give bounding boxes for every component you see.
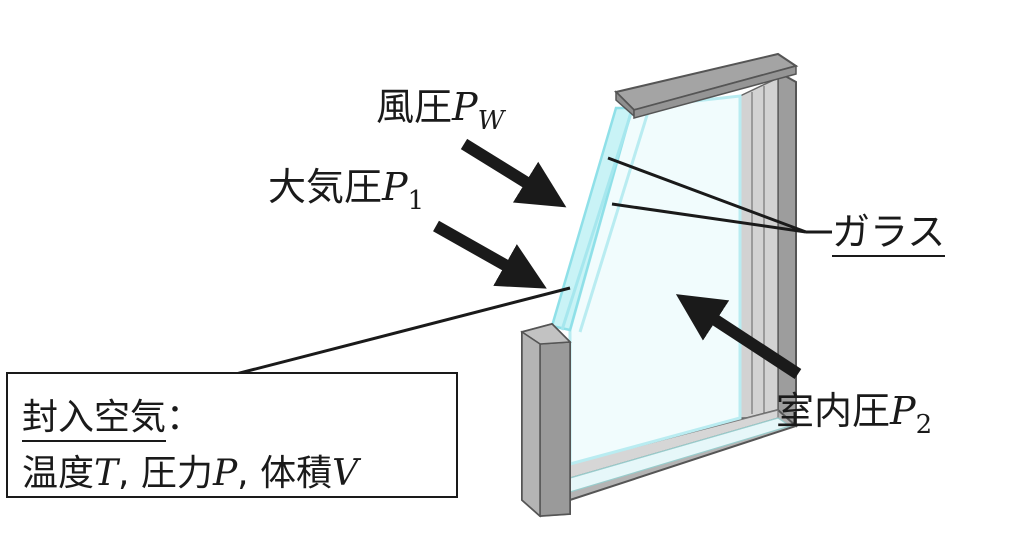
volume-symbol: V [332,453,359,494]
indoor-pressure-symbol: P [890,389,916,433]
sealed-air-box: 封入空気： 温度T, 圧力P, 体積V [6,372,458,498]
indoor-pressure-subscript: 2 [915,410,933,440]
separator-2: , [237,453,261,494]
atmospheric-pressure-subscript: 1 [407,186,425,216]
wind-pressure-label: 風圧PW [376,85,504,134]
indoor-pressure-arrow [675,294,802,380]
temperature-label: 温度 [22,453,95,494]
pressure-label: 圧力 [140,453,213,494]
atmospheric-pressure-text: 大気圧 [268,165,383,209]
wind-pressure-text: 風圧 [376,85,453,129]
separator-1: , [118,453,141,494]
atmospheric-pressure-arrow [433,220,547,289]
atmospheric-pressure-label: 大気圧P1 [268,165,424,214]
pressure-symbol: P [212,453,238,494]
glass-label: ガラス [832,213,946,257]
glass-leader-line-2 [611,202,807,234]
wind-pressure-symbol: P [452,85,478,129]
frame-inner-right [739,76,779,419]
atmospheric-pressure-symbol: P [382,165,408,209]
sealed-air-colon: ： [166,397,203,438]
glass-leader-line-1 [607,156,807,234]
sealed-air-leader-line [235,286,571,376]
sealed-air-title: 封入空気 [22,397,167,442]
indoor-pressure-text: 室内圧 [776,389,891,433]
wind-pressure-subscript: W [477,106,505,136]
sealed-air-title-line: 封入空気： [22,388,203,442]
indoor-pressure-label: 室内圧P2 [776,389,932,438]
volume-label: 体積 [260,453,333,494]
wind-pressure-arrow [460,138,567,208]
temperature-symbol: T [94,453,119,494]
sealed-air-properties: 温度T, 圧力P, 体積V [22,444,358,496]
